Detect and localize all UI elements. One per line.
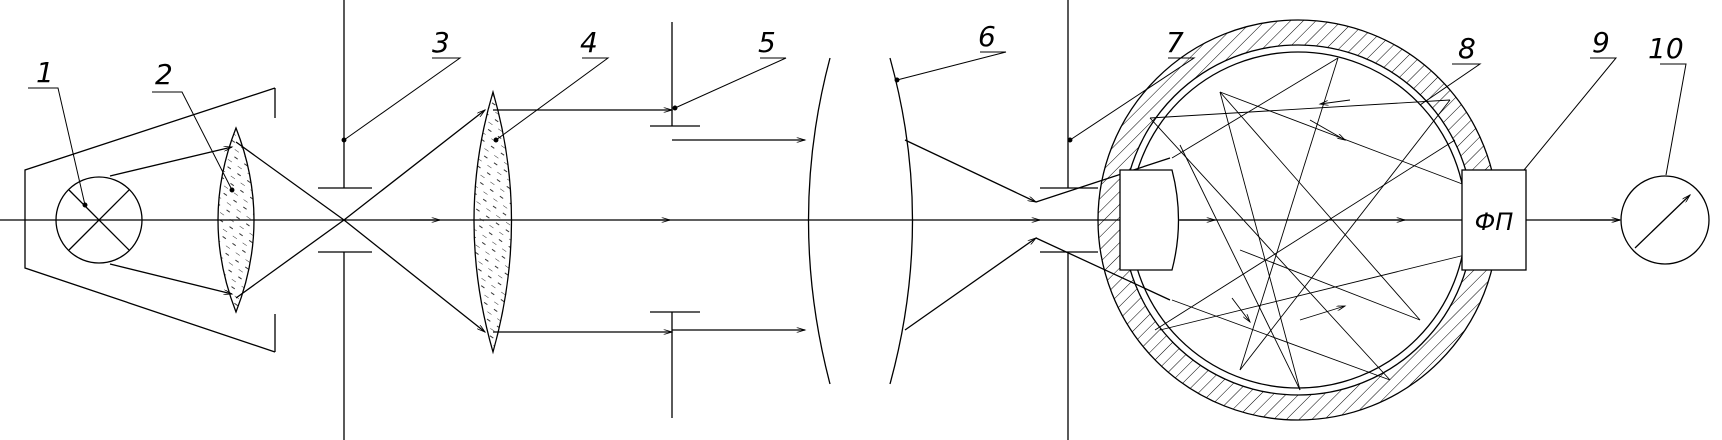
- leader-lines: [28, 51, 1687, 206]
- ray-diverge-lower: [343, 219, 485, 332]
- ray-focus-lower: [1035, 237, 1171, 301]
- ray-lamp-upper: [109, 147, 232, 177]
- photodetector-box: [1461, 169, 1527, 271]
- callout-4: 4: [580, 26, 598, 59]
- ray-lamp-lower: [109, 263, 232, 294]
- callout-8: 8: [1458, 32, 1476, 65]
- meter-needle-icon: [1634, 195, 1690, 249]
- sphere-reflections: [1149, 57, 1466, 391]
- meter-circle: [1620, 175, 1710, 265]
- callout-1: 1: [36, 56, 54, 89]
- lens-6-front-surface: [807, 57, 831, 385]
- callout-2: 2: [155, 58, 173, 91]
- ray-diverge-upper: [343, 110, 485, 221]
- callout-3: 3: [432, 26, 450, 59]
- ray-cond-upper: [235, 141, 345, 221]
- ray-cond-lower: [235, 219, 345, 299]
- callout-5: 5: [758, 26, 776, 59]
- callout-10: 10: [1648, 32, 1684, 65]
- entrance-port: [1119, 169, 1180, 271]
- aperture-3: [318, 0, 372, 440]
- lens-6-back-surface: [889, 57, 914, 385]
- aperture-7: [1040, 0, 1098, 440]
- lamp-circle: [55, 176, 143, 264]
- condenser-lens: [217, 126, 255, 314]
- callout-7: 7: [1166, 26, 1184, 59]
- callout-6: 6: [978, 20, 996, 53]
- reflect-arrow-2: [1231, 297, 1250, 322]
- reflect-arrow-4: [1309, 119, 1345, 140]
- ray-l6-lower: [904, 238, 1036, 331]
- callout-9: 9: [1592, 26, 1610, 59]
- ray-l6-upper: [904, 139, 1036, 202]
- lens-4: [473, 89, 513, 355]
- photodetector-label: ФП: [1475, 208, 1514, 236]
- reflect-arrow-3: [1299, 306, 1345, 321]
- lamp-cross-b: [68, 189, 130, 251]
- reflect-arrow-1: [1320, 99, 1351, 104]
- lamp-housing: [24, 87, 276, 353]
